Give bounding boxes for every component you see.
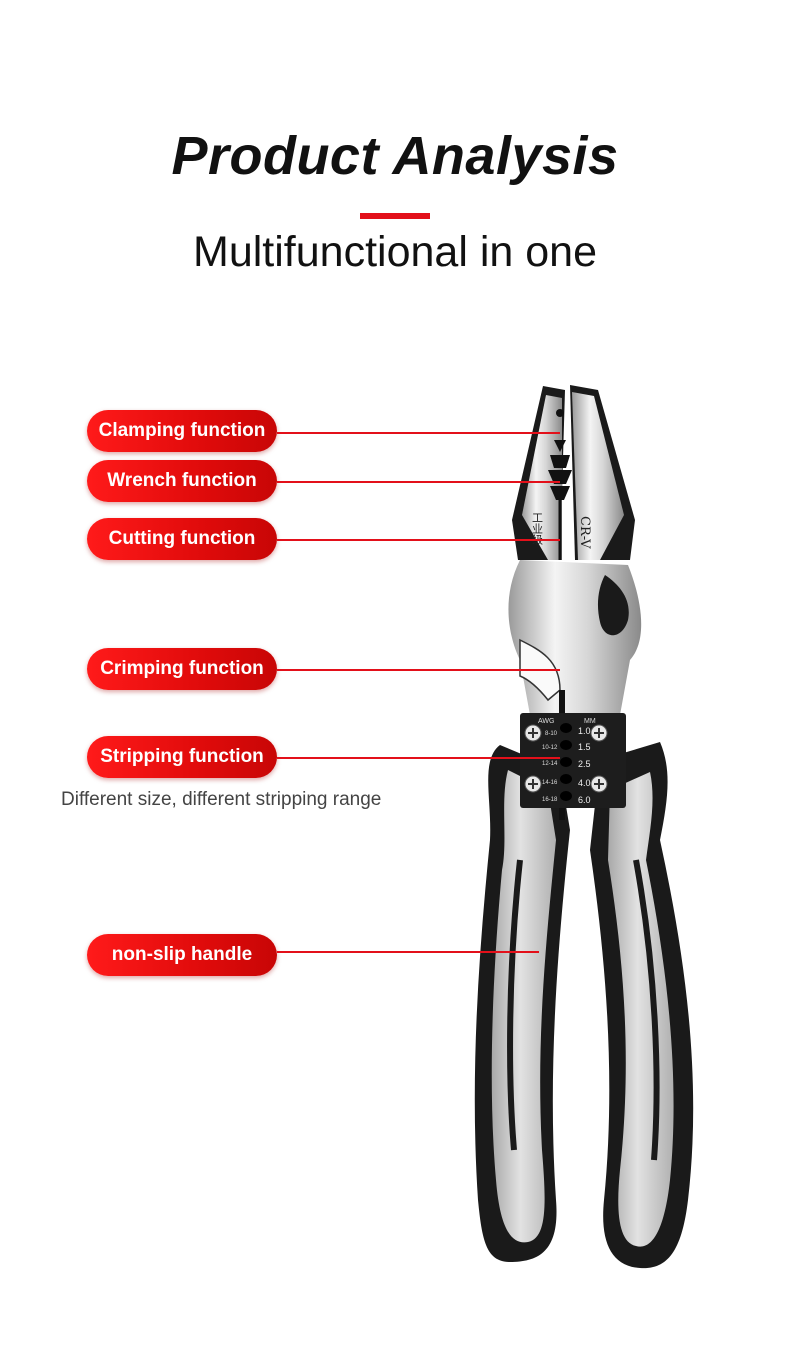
pliers-illustration: CR-V 工业级 AWG MM 8-10 10-12 12-14 14-16 1…	[474, 385, 694, 1269]
label-clamping-function: Clamping function	[87, 410, 277, 452]
gauge-mm-value: 6.0	[578, 795, 591, 805]
gauge-awg-value: 16-18	[542, 797, 558, 803]
gauge-awg-value: 12-14	[542, 761, 558, 767]
leader-line-handle	[277, 951, 539, 953]
gauge-mm-header: MM	[584, 718, 596, 725]
gauge-mm-value: 1.0	[578, 726, 591, 736]
label-cutting-function: Cutting function	[87, 518, 277, 560]
leader-line-cutting	[277, 539, 560, 541]
label-non-slip-handle: non-slip handle	[87, 934, 277, 976]
leader-line-crimping	[277, 669, 560, 671]
gauge-awg-value: 8-10	[545, 731, 558, 737]
gauge-awg-header: AWG	[538, 718, 554, 725]
leader-line-stripping	[277, 757, 560, 759]
label-crimping-function: Crimping function	[87, 648, 277, 690]
gauge-awg-value: 14-16	[542, 780, 558, 786]
leader-line-clamping	[277, 432, 560, 434]
title-divider	[360, 213, 430, 219]
gauge-mm-value: 4.0	[578, 778, 591, 788]
gauge-mm-value: 1.5	[578, 742, 591, 752]
leader-line-wrench	[277, 481, 560, 483]
gauge-awg-value: 10-12	[542, 745, 558, 751]
screw-icon	[524, 724, 608, 793]
gauge-mm-value: 2.5	[578, 759, 591, 769]
stripping-note: Different size, different stripping rang…	[61, 789, 382, 810]
label-stripping-function: Stripping function	[87, 736, 277, 778]
blade-chinese-marking: 工业级	[531, 512, 544, 546]
page-title: Product Analysis	[171, 126, 619, 186]
page-subtitle: Multifunctional in one	[193, 228, 597, 276]
label-wrench-function: Wrench function	[87, 460, 277, 502]
blade-marking: CR-V	[577, 516, 592, 549]
